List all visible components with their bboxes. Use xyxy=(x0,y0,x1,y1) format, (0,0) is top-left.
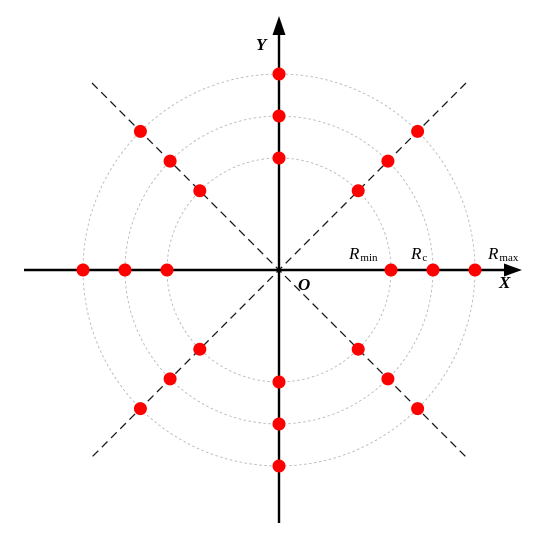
sample-point-45deg-r-c xyxy=(381,154,395,168)
r-max-label-main: R xyxy=(487,244,499,263)
sample-point-45deg-r-min xyxy=(351,184,365,198)
r-c-label: Rc xyxy=(410,244,427,264)
sample-point-90deg-r-max xyxy=(272,67,286,81)
labels: Y X O Rmin Rc Rmax xyxy=(256,35,519,294)
origin-label: O xyxy=(298,275,310,294)
sample-point-270deg-r-min xyxy=(272,375,286,389)
r-min-label-main: R xyxy=(348,244,360,263)
sample-point-90deg-r-min xyxy=(272,151,286,165)
sample-point-0deg-r-max xyxy=(468,263,482,277)
x-axis-label: X xyxy=(498,273,511,292)
sample-point-90deg-r-c xyxy=(272,109,286,123)
sample-point-135deg-r-min xyxy=(193,184,207,198)
sample-point-180deg-r-max xyxy=(76,263,90,277)
sample-point-135deg-r-c xyxy=(163,154,177,168)
y-axis-arrow-icon xyxy=(272,16,286,35)
r-c-label-sub: c xyxy=(422,252,427,264)
sample-point-270deg-r-max xyxy=(272,459,286,473)
sample-point-135deg-r-max xyxy=(133,124,147,138)
sample-point-45deg-r-max xyxy=(411,124,425,138)
sample-point-225deg-r-min xyxy=(193,342,207,356)
r-min-label: Rmin xyxy=(348,244,378,264)
y-axis-label: Y xyxy=(256,35,268,54)
sample-point-225deg-r-max xyxy=(133,402,147,416)
r-max-label-sub: max xyxy=(499,252,518,264)
x-axis-arrow-icon xyxy=(504,263,522,277)
sample-points xyxy=(76,67,482,473)
sample-point-315deg-r-max xyxy=(411,402,425,416)
sample-point-180deg-r-min xyxy=(160,263,174,277)
r-max-label: Rmax xyxy=(487,244,519,264)
r-c-label-main: R xyxy=(410,244,422,263)
sample-point-225deg-r-c xyxy=(163,372,177,386)
axes xyxy=(24,16,522,523)
sample-point-0deg-r-min xyxy=(384,263,398,277)
sample-point-180deg-r-c xyxy=(118,263,132,277)
sample-point-315deg-r-c xyxy=(381,372,395,386)
sample-point-270deg-r-c xyxy=(272,417,286,431)
sample-point-0deg-r-c xyxy=(426,263,440,277)
r-min-label-sub: min xyxy=(360,252,378,264)
sample-point-315deg-r-min xyxy=(351,342,365,356)
